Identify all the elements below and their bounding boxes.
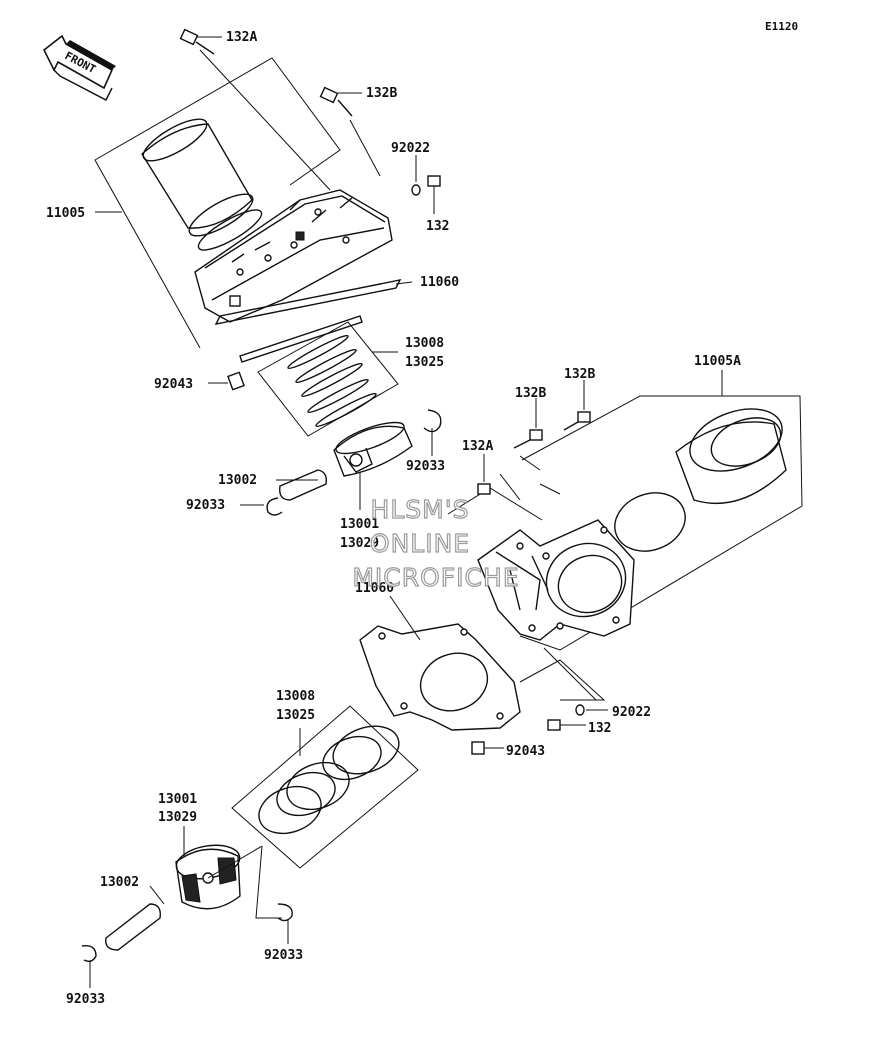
label-upper-132: 132 <box>426 219 449 234</box>
label-lower-13025: 13025 <box>276 708 315 723</box>
label-upper-13008: 13008 <box>405 336 444 351</box>
label-upper-92033-right: 92033 <box>406 459 445 474</box>
lower-bolt-132a <box>477 454 491 495</box>
label-upper-92043: 92043 <box>154 377 193 392</box>
label-lower-13001: 13001 <box>158 792 197 807</box>
label-lower-132b-left: 132B <box>515 386 546 401</box>
watermark-line-3: MICROFICHE <box>352 563 519 592</box>
upper-piston-rings <box>257 321 399 437</box>
watermark: HLSM'S ONLINE MICROFICHE <box>352 494 519 592</box>
label-upper-132a: 132A <box>226 30 257 45</box>
label-upper-92033-left: 92033 <box>186 498 225 513</box>
upper-washer-92022 <box>411 155 421 196</box>
diagram-code: E1120 <box>765 20 798 33</box>
lower-dowel-pin <box>471 741 504 755</box>
label-upper-11060: 11060 <box>420 275 459 290</box>
label-lower-13002: 13002 <box>100 875 139 890</box>
label-lower-11060: 11060 <box>355 581 394 596</box>
lower-snap-ring-left <box>81 945 97 988</box>
upper-cylinder-assembly <box>94 28 442 516</box>
label-lower-92033-right: 92033 <box>264 948 303 963</box>
lower-piston <box>175 826 282 919</box>
upper-cylinder-block <box>194 189 393 323</box>
front-arrow-icon: FRONT <box>42 34 116 101</box>
label-upper-13001: 13001 <box>340 517 379 532</box>
label-upper-13029: 13029 <box>340 536 379 551</box>
label-lower-132: 132 <box>588 721 611 736</box>
lower-bolt-132b-right <box>563 380 591 431</box>
lower-piston-rings <box>231 705 419 869</box>
upper-dowel-pin <box>208 371 245 391</box>
label-upper-132b: 132B <box>366 86 397 101</box>
upper-bolt-132b <box>319 86 362 117</box>
upper-piston <box>333 421 413 510</box>
lower-cylinder-assembly <box>81 370 803 988</box>
watermark-line-2: ONLINE <box>370 529 470 558</box>
upper-bolt-132a <box>179 28 222 55</box>
lower-bolt-132 <box>547 719 586 731</box>
upper-snap-ring-right <box>423 409 442 456</box>
lower-snap-ring-right <box>277 903 293 944</box>
label-upper-11005: 11005 <box>46 206 85 221</box>
label-lower-132a: 132A <box>462 439 493 454</box>
upper-bolt-132 <box>427 175 441 214</box>
watermark-line-1: HLSM'S <box>371 495 470 524</box>
label-lower-132b-right: 132B <box>564 367 595 382</box>
lower-base-gasket <box>359 595 521 731</box>
lower-washer-92022 <box>575 704 608 716</box>
lower-cylinder-liner <box>675 408 787 505</box>
lower-bolt-132b-left <box>513 398 543 449</box>
label-lower-92022: 92022 <box>612 705 651 720</box>
label-lower-92043: 92043 <box>506 744 545 759</box>
label-lower-11005a: 11005A <box>694 354 741 369</box>
label-upper-92022: 92022 <box>391 141 430 156</box>
label-upper-13002: 13002 <box>218 473 257 488</box>
label-lower-13029: 13029 <box>158 810 197 825</box>
lower-piston-pin <box>105 885 165 951</box>
label-upper-13025: 13025 <box>405 355 444 370</box>
lower-liner-o-ring <box>614 492 686 552</box>
upper-base-gasket <box>214 279 413 363</box>
upper-piston-pin <box>276 469 328 501</box>
label-lower-92033-left: 92033 <box>66 992 105 1007</box>
label-lower-13008: 13008 <box>276 689 315 704</box>
lower-cylinder-block <box>477 519 635 641</box>
upper-cylinder-liner <box>141 118 263 251</box>
upper-snap-ring-left <box>240 497 283 516</box>
